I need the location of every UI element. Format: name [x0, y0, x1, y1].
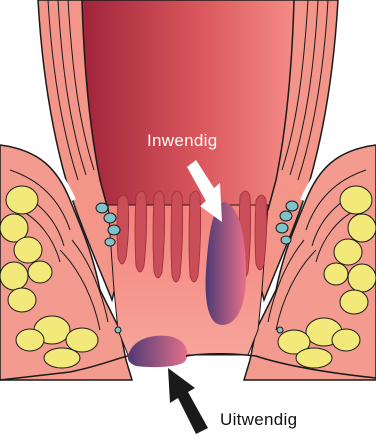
external-label: Uitwendig [220, 410, 297, 430]
external-arrow [168, 368, 208, 434]
rectal-canal [82, 0, 294, 210]
internal-label: Inwendig [147, 131, 217, 151]
